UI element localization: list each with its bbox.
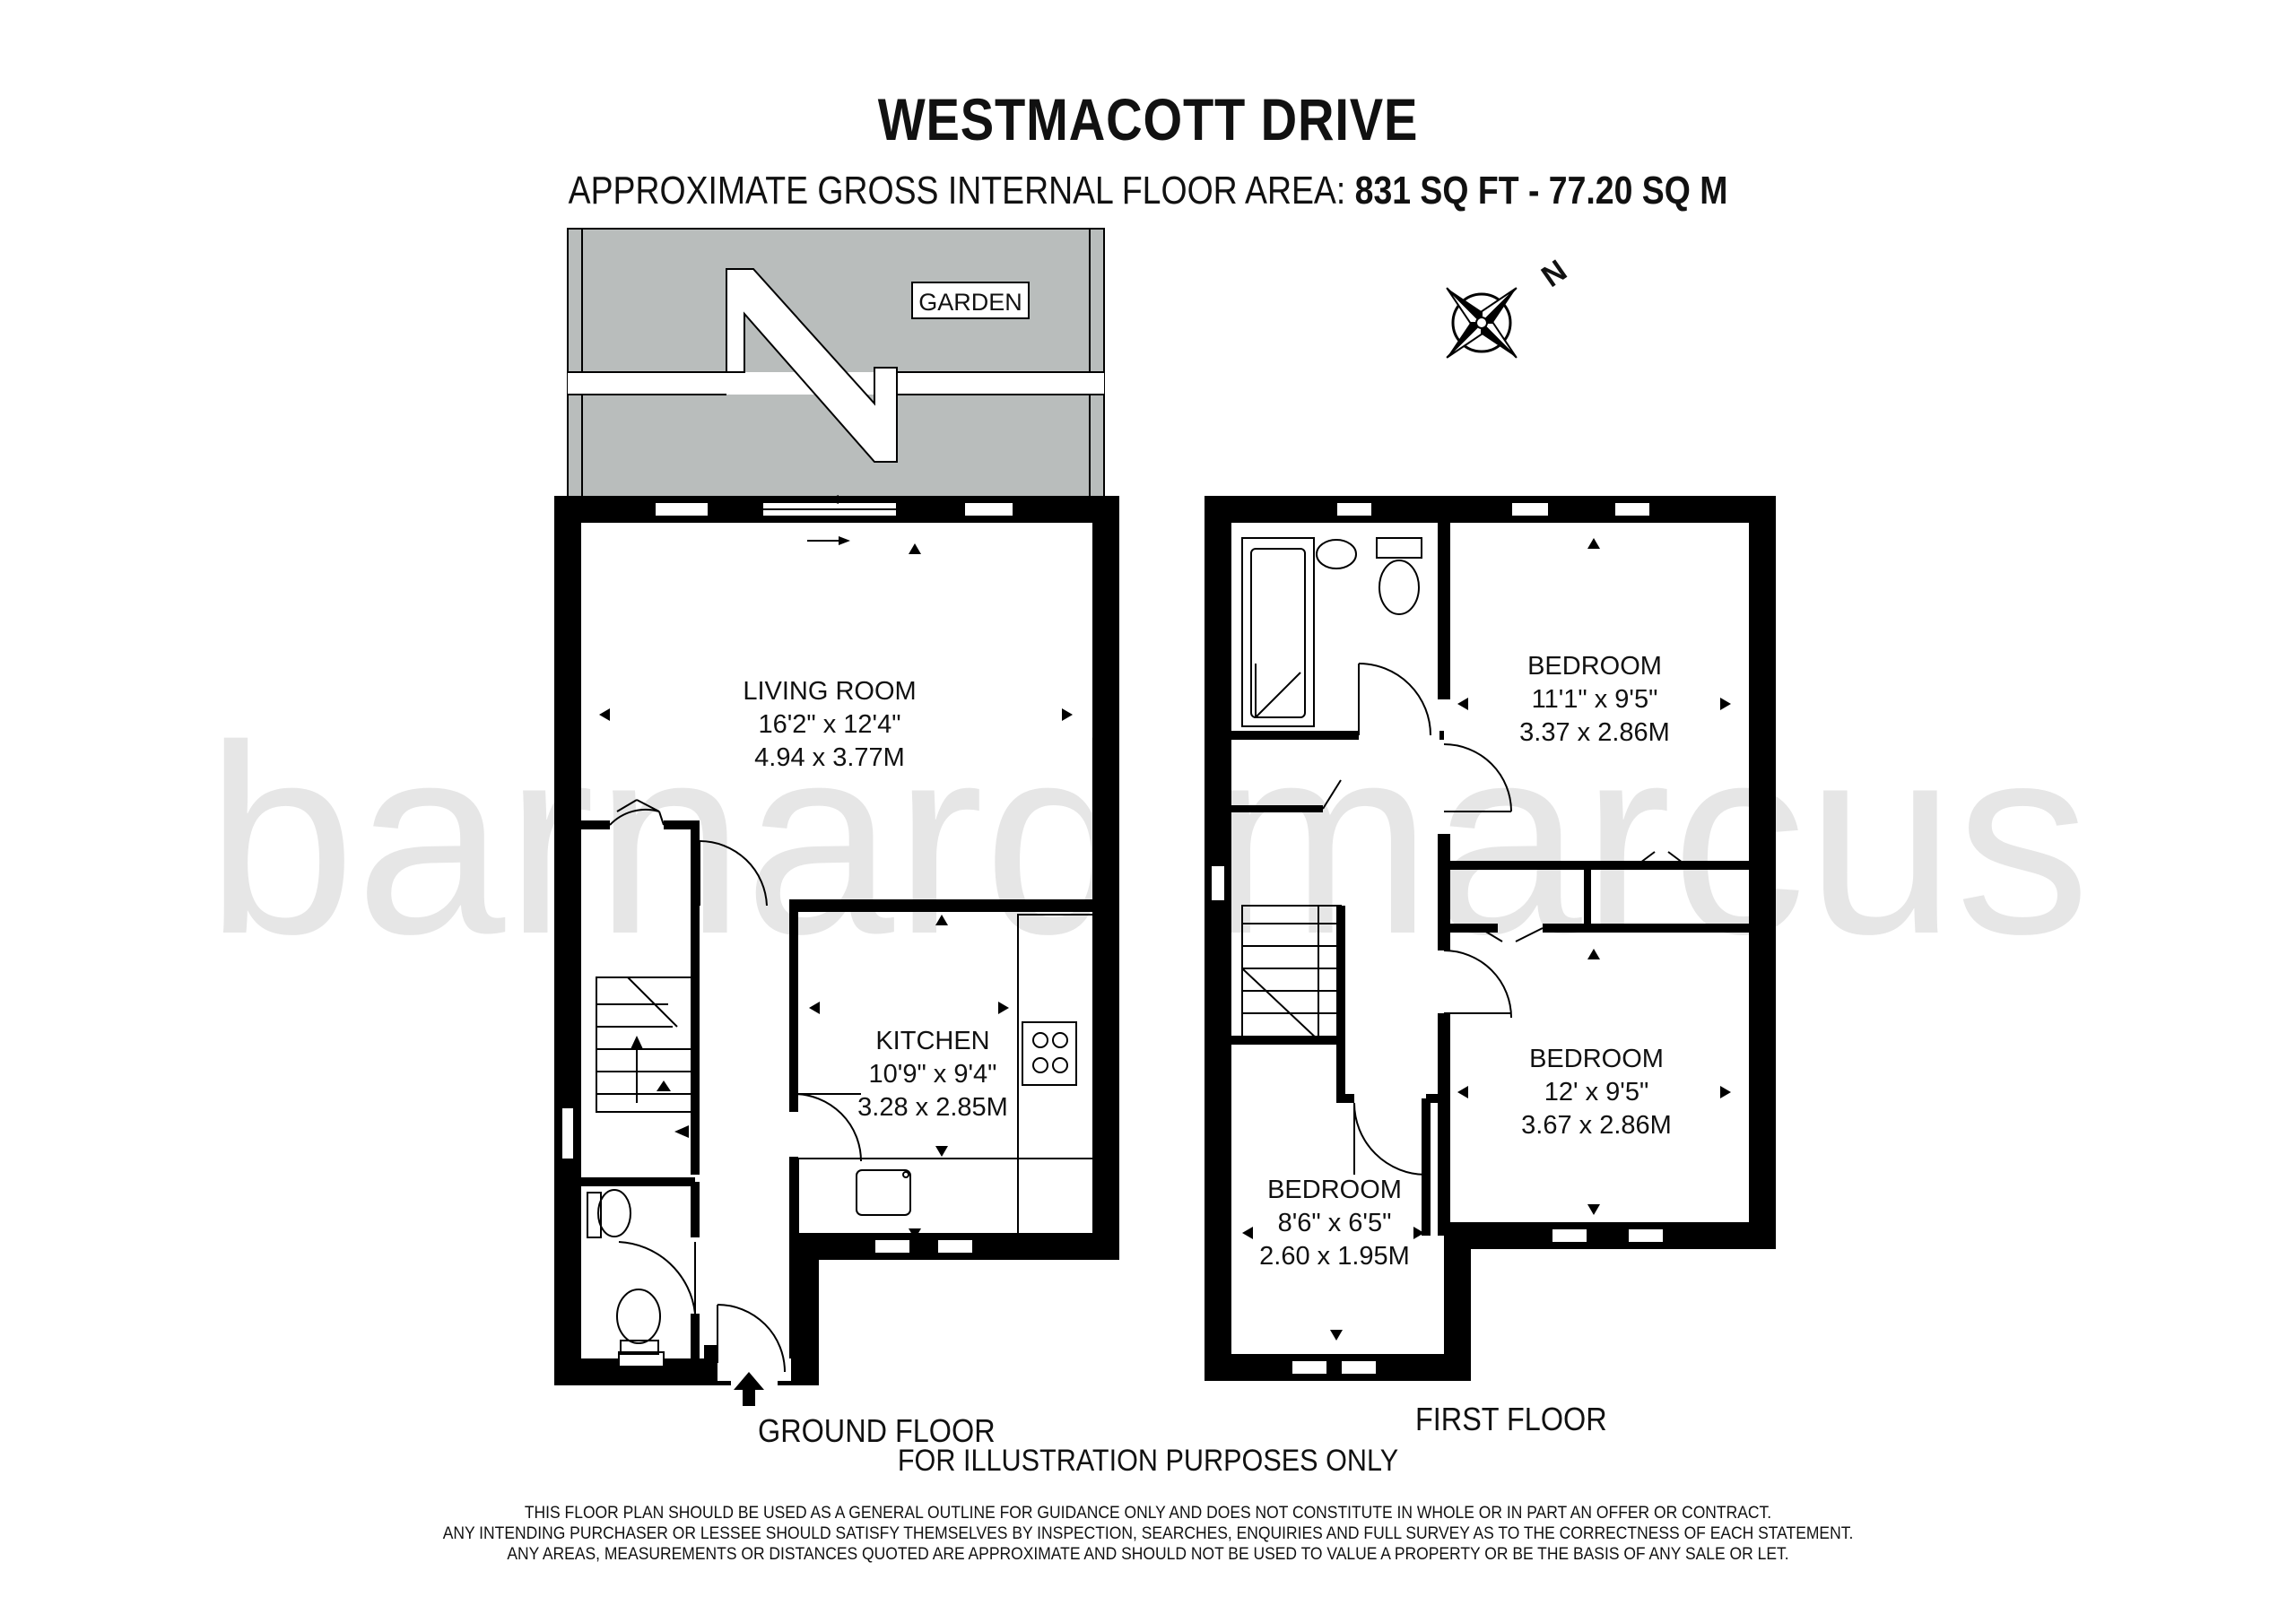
garden-label: GARDEN — [918, 289, 1022, 316]
bedroom-1-name: BEDROOM — [1527, 652, 1662, 681]
first-floor-plan: BEDROOM 11'1" x 9'5" 3.37 x 2.86M BEDROO… — [1205, 496, 1776, 1381]
bedroom-3-name: BEDROOM — [1267, 1176, 1402, 1204]
ground-floor-label: GROUND FLOOR — [758, 1412, 996, 1449]
entrance-arrow-icon — [734, 1372, 764, 1406]
disclaimer: THIS FLOOR PLAN SHOULD BE USED AS A GENE… — [91, 1503, 2204, 1565]
disclaimer-line-1: THIS FLOOR PLAN SHOULD BE USED AS A GENE… — [524, 1504, 1772, 1523]
bedroom-2-metric: 3.67 x 2.86M — [1521, 1111, 1672, 1140]
ground-floor-plan: LIVING ROOM 16'2" x 12'4" 4.94 x 3.77M K… — [554, 495, 1119, 1406]
living-room-imperial: 16'2" x 12'4" — [758, 710, 900, 739]
bedroom-3-metric: 2.60 x 1.95M — [1259, 1242, 1410, 1271]
floor-area-label: APPROXIMATE GROSS INTERNAL FLOOR AREA: — [568, 169, 1346, 213]
bedroom-1-metric: 3.37 x 2.86M — [1519, 718, 1670, 747]
disclaimer-line-3: ANY AREAS, MEASUREMENTS OR DISTANCES QUO… — [507, 1545, 1789, 1564]
kitchen-imperial: 10'9" x 9'4" — [869, 1060, 997, 1089]
kitchen-metric: 3.28 x 2.85M — [857, 1093, 1008, 1122]
garden-area: GARDEN — [567, 228, 1105, 512]
bedroom-2-imperial: 12' x 9'5" — [1544, 1078, 1649, 1107]
floor-area-subtitle: APPROXIMATE GROSS INTERNAL FLOOR AREA: 8… — [172, 169, 2124, 213]
bedroom-1-imperial: 11'1" x 9'5" — [1532, 685, 1658, 714]
living-room-metric: 4.94 x 3.77M — [754, 743, 905, 772]
watermark: barnard marcus — [206, 689, 2091, 990]
floor-area-value: 831 SQ FT - 77.20 SQ M — [1354, 169, 1728, 213]
first-floor-label: FIRST FLOOR — [1415, 1401, 1607, 1437]
bedroom-2-name: BEDROOM — [1529, 1045, 1664, 1073]
plan-title: WESTMACOTT DRIVE — [877, 86, 1419, 152]
living-room-name: LIVING ROOM — [743, 677, 916, 706]
bedroom-3-imperial: 8'6" x 6'5" — [1278, 1209, 1392, 1237]
disclaimer-line-2: ANY INTENDING PURCHASER OR LESSEE SHOULD… — [442, 1524, 1854, 1543]
kitchen-name: KITCHEN — [875, 1027, 989, 1055]
compass-north-label: N — [1535, 254, 1573, 294]
compass-rose-icon — [1446, 287, 1518, 359]
illustration-note: FOR ILLUSTRATION PURPOSES ONLY — [897, 1444, 1399, 1478]
